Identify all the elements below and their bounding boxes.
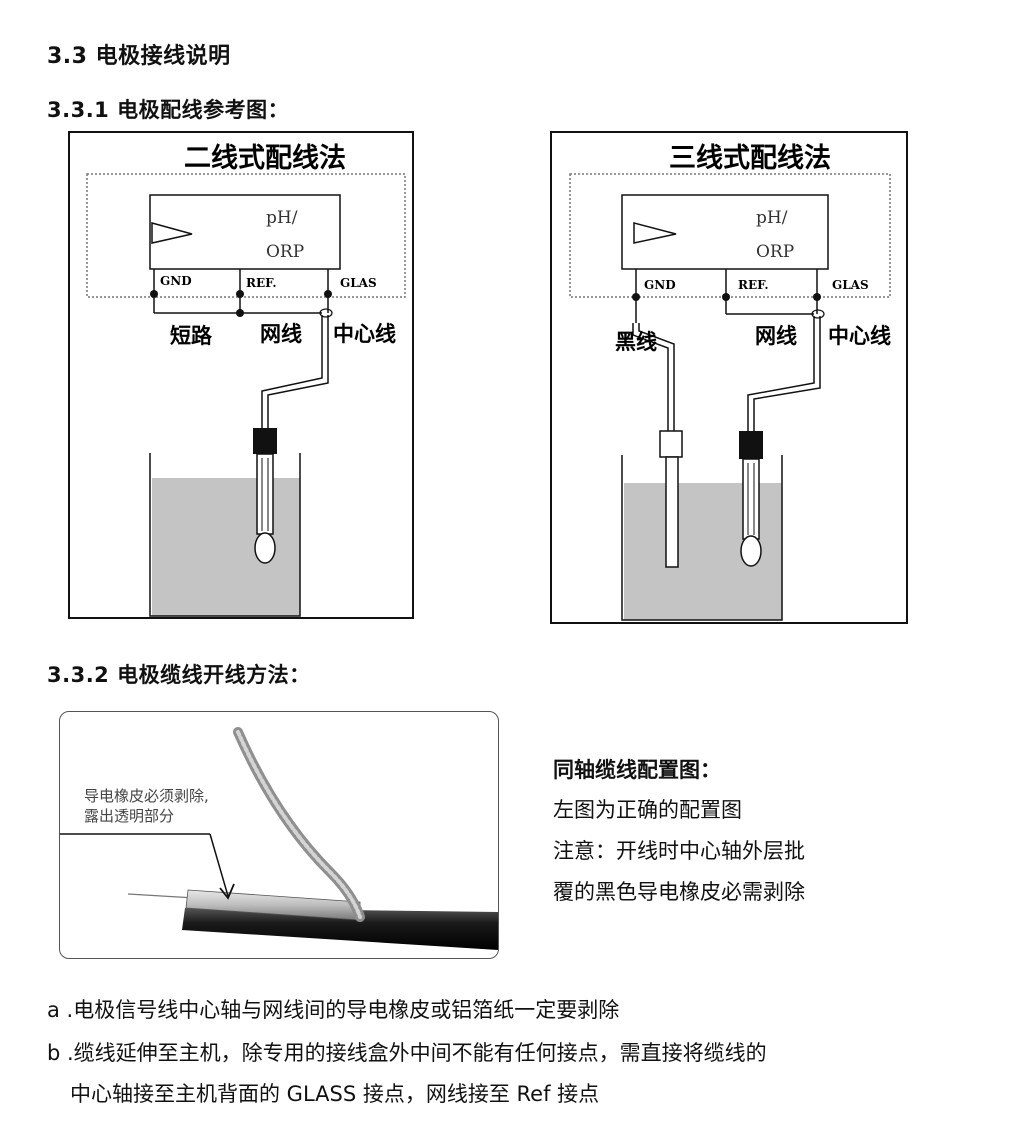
subsection-title-wiring: 3.3.1 电极配线参考图： <box>47 98 290 122</box>
label-black: 黑线 <box>615 329 657 354</box>
terminal-ref: REF. <box>246 276 277 290</box>
note-line-2: 露出透明部分 <box>84 807 174 825</box>
electrode-body <box>256 453 274 535</box>
electrode-bulb <box>740 535 762 567</box>
meter-label-ph: pH/ <box>266 208 298 228</box>
two-wire-drawing: 二线式配线法 pH/ ORP GND REF. GLAS 短路 网线 中心线 <box>86 143 406 617</box>
side-line-1: 左图为正确的配置图 <box>553 798 742 822</box>
terminal-glas: GLAS <box>832 278 869 292</box>
amplifier-icon <box>633 222 677 244</box>
meter-box <box>621 194 829 270</box>
note-a: a .电极信号线中心轴与网线间的导电橡皮或铝箔纸一定要剥除 <box>47 998 620 1022</box>
electrode-cap <box>253 428 277 454</box>
note-b-line-1: b .缆线延伸至主机，除专用的接线盒外中间不能有任何接点，需直接将缆线的 <box>47 1041 767 1065</box>
beaker <box>621 455 783 621</box>
terminal-ref: REF. <box>738 278 769 292</box>
subsection-title-cable: 3.3.2 电极缆线开线方法： <box>47 663 311 687</box>
electrode-body <box>742 458 760 540</box>
braided-shield <box>233 727 365 922</box>
side-line-2: 注意：开线时中心轴外层批 <box>553 839 805 863</box>
three-wire-diagram: 三线式配线法 pH/ ORP GND REF. GLAS 黑线 网线 中心线 <box>550 131 908 624</box>
note-line-1: 导电橡皮必须剥除, <box>84 787 209 805</box>
section-title: 3.3 电极接线说明 <box>47 44 231 69</box>
label-mesh: 网线 <box>260 321 302 346</box>
meter-label-ph: pH/ <box>756 208 788 228</box>
meter-box <box>149 194 341 270</box>
label-center: 中心线 <box>333 321 396 346</box>
beaker <box>149 453 301 617</box>
terminal-gnd: GND <box>644 278 676 292</box>
meter-label-orp: ORP <box>756 242 794 262</box>
dotted-enclosure <box>86 173 406 298</box>
two-wire-diagram: 二线式配线法 pH/ ORP GND REF. GLAS 短路 网线 中心线 <box>68 131 414 619</box>
cable-drawing: 导电橡皮必须剥除, 露出透明部分 <box>60 727 498 950</box>
cable-photo: 导电橡皮必须剥除, 露出透明部分 <box>59 711 499 959</box>
center-conductor <box>127 893 196 899</box>
electrode-bulb <box>254 532 276 564</box>
diagram-title: 三线式配线法 <box>669 143 831 174</box>
label-short: 短路 <box>170 323 213 348</box>
side-title: 同轴缆线配置图： <box>553 758 721 782</box>
note-b-line-2: 中心轴接至主机背面的 GLASS 接点，网线接至 Ref 接点 <box>70 1082 600 1106</box>
liquid <box>152 478 300 616</box>
terminal-gnd: GND <box>160 274 192 288</box>
dotted-enclosure <box>569 173 891 298</box>
label-center: 中心线 <box>828 323 891 348</box>
reference-body <box>665 456 679 568</box>
pointer-arrow <box>219 883 235 900</box>
outer-jacket <box>182 908 498 950</box>
label-mesh: 网线 <box>755 323 797 348</box>
terminal-glas: GLAS <box>340 276 377 290</box>
meter-label-orp: ORP <box>266 242 304 262</box>
reference-cap <box>659 430 683 458</box>
side-line-3: 覆的黑色导电橡皮必需剥除 <box>553 880 805 904</box>
diagram-title: 二线式配线法 <box>184 143 346 174</box>
three-wire-drawing: 三线式配线法 pH/ ORP GND REF. GLAS 黑线 网线 中心线 <box>569 143 891 621</box>
electrode-cap <box>739 431 763 459</box>
amplifier-icon <box>151 222 193 244</box>
